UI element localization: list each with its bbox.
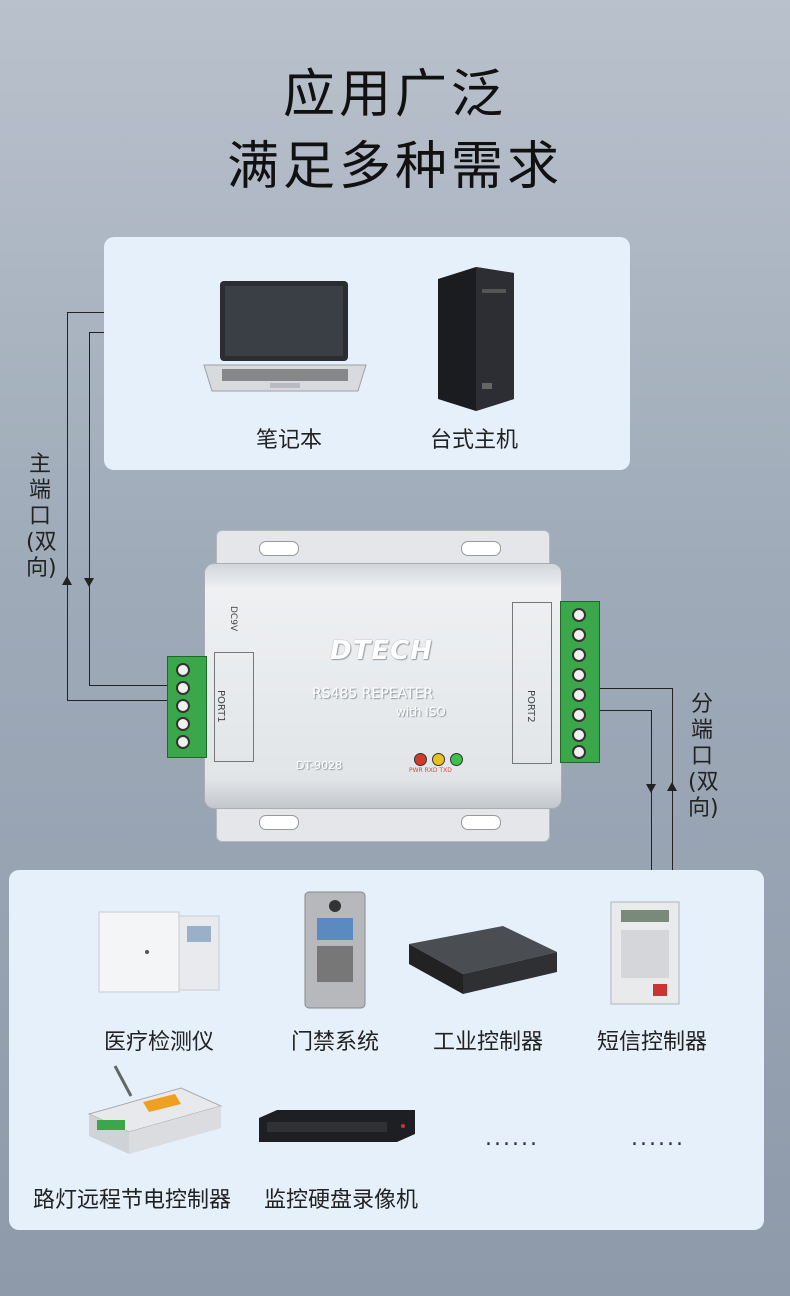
- repeater-subtitle: with ISO: [396, 705, 446, 719]
- terminal-screw: [176, 663, 190, 677]
- slave-line-top-2: [600, 710, 651, 711]
- mounting-hole: [259, 541, 299, 556]
- streetlight-controller-icon: [87, 1065, 223, 1154]
- mounting-hole: [259, 815, 299, 830]
- sms-controller-icon: [610, 901, 680, 1005]
- txd-led: [450, 753, 463, 766]
- more-devices-ellipsis: ......: [485, 1126, 539, 1151]
- port2-pin-table: [512, 602, 552, 764]
- arrow-up-icon: [667, 782, 677, 791]
- page-title: 应用广泛: [282, 65, 507, 125]
- door-intercom-label: 门禁系统: [290, 1030, 379, 1055]
- master-line-bottom-1: [67, 700, 167, 701]
- power-label: DC9V: [228, 606, 238, 632]
- streetlight-controller-label: 路灯远程节电控制器: [32, 1188, 231, 1213]
- led-labels: PWR RXD TXD: [409, 767, 452, 774]
- terminal-screw: [176, 717, 190, 731]
- terminal-screw: [572, 648, 586, 662]
- master-line-v-2: [89, 332, 90, 685]
- dvr-recorder-icon: [259, 1110, 415, 1142]
- laptop-icon: [203, 281, 367, 392]
- industrial-controller-label: 工业控制器: [432, 1030, 543, 1055]
- arrow-down-icon: [646, 784, 656, 793]
- mounting-hole: [461, 815, 501, 830]
- terminal-screw: [572, 728, 586, 742]
- mounting-hole: [461, 541, 501, 556]
- terminal-screw: [176, 699, 190, 713]
- arrow-up-icon: [62, 576, 72, 585]
- port1-pin-table: [214, 652, 254, 762]
- industrial-controller-icon: [409, 926, 557, 994]
- sms-controller-label: 短信控制器: [596, 1030, 707, 1055]
- port1-label: PORT1: [215, 690, 226, 723]
- slave-line-top-1: [600, 688, 672, 689]
- laptop-label: 笔记本: [255, 428, 322, 453]
- master-line-top-2: [89, 332, 104, 333]
- desktop-label: 台式主机: [429, 428, 518, 453]
- door-intercom-icon: [304, 891, 366, 1009]
- terminal-screw: [572, 628, 586, 642]
- brand-logo: DTECH: [330, 636, 433, 666]
- terminal-screw: [572, 608, 586, 622]
- pwr-led: [414, 753, 427, 766]
- model-number: DT-9028: [296, 759, 343, 772]
- rxd-led: [432, 753, 445, 766]
- master-line-top-1: [67, 312, 104, 313]
- master-port-label: 主端口(双向): [26, 452, 57, 581]
- medical-analyzer-label: 医疗检测仪: [103, 1030, 214, 1055]
- medical-analyzer-icon: [98, 911, 220, 993]
- field-devices-panel: 医疗检测仪 门禁系统 工业控制器 短信控制器 路灯远程节电控制器 监控硬盘录像机…: [9, 870, 764, 1230]
- master-line-bottom-2: [89, 685, 167, 686]
- terminal-screw: [572, 688, 586, 702]
- desktop-tower-icon: [438, 267, 514, 411]
- port2-label: PORT2: [525, 690, 536, 723]
- computer-panel: 笔记本 台式主机: [104, 237, 630, 470]
- terminal-screw: [572, 668, 586, 682]
- dvr-recorder-label: 监控硬盘录像机: [263, 1188, 418, 1213]
- repeater-title: RS485 REPEATER: [312, 686, 434, 702]
- terminal-screw: [572, 745, 586, 759]
- terminal-screw: [176, 735, 190, 749]
- terminal-screw: [572, 708, 586, 722]
- arrow-down-icon: [84, 578, 94, 587]
- terminal-screw: [176, 681, 190, 695]
- slave-line-v-1: [672, 688, 673, 870]
- slave-port-label: 分端口(双向): [688, 692, 719, 821]
- page-subtitle: 满足多种需求: [226, 137, 563, 197]
- master-line-v-1: [67, 312, 68, 701]
- more-devices-ellipsis: ......: [631, 1126, 685, 1151]
